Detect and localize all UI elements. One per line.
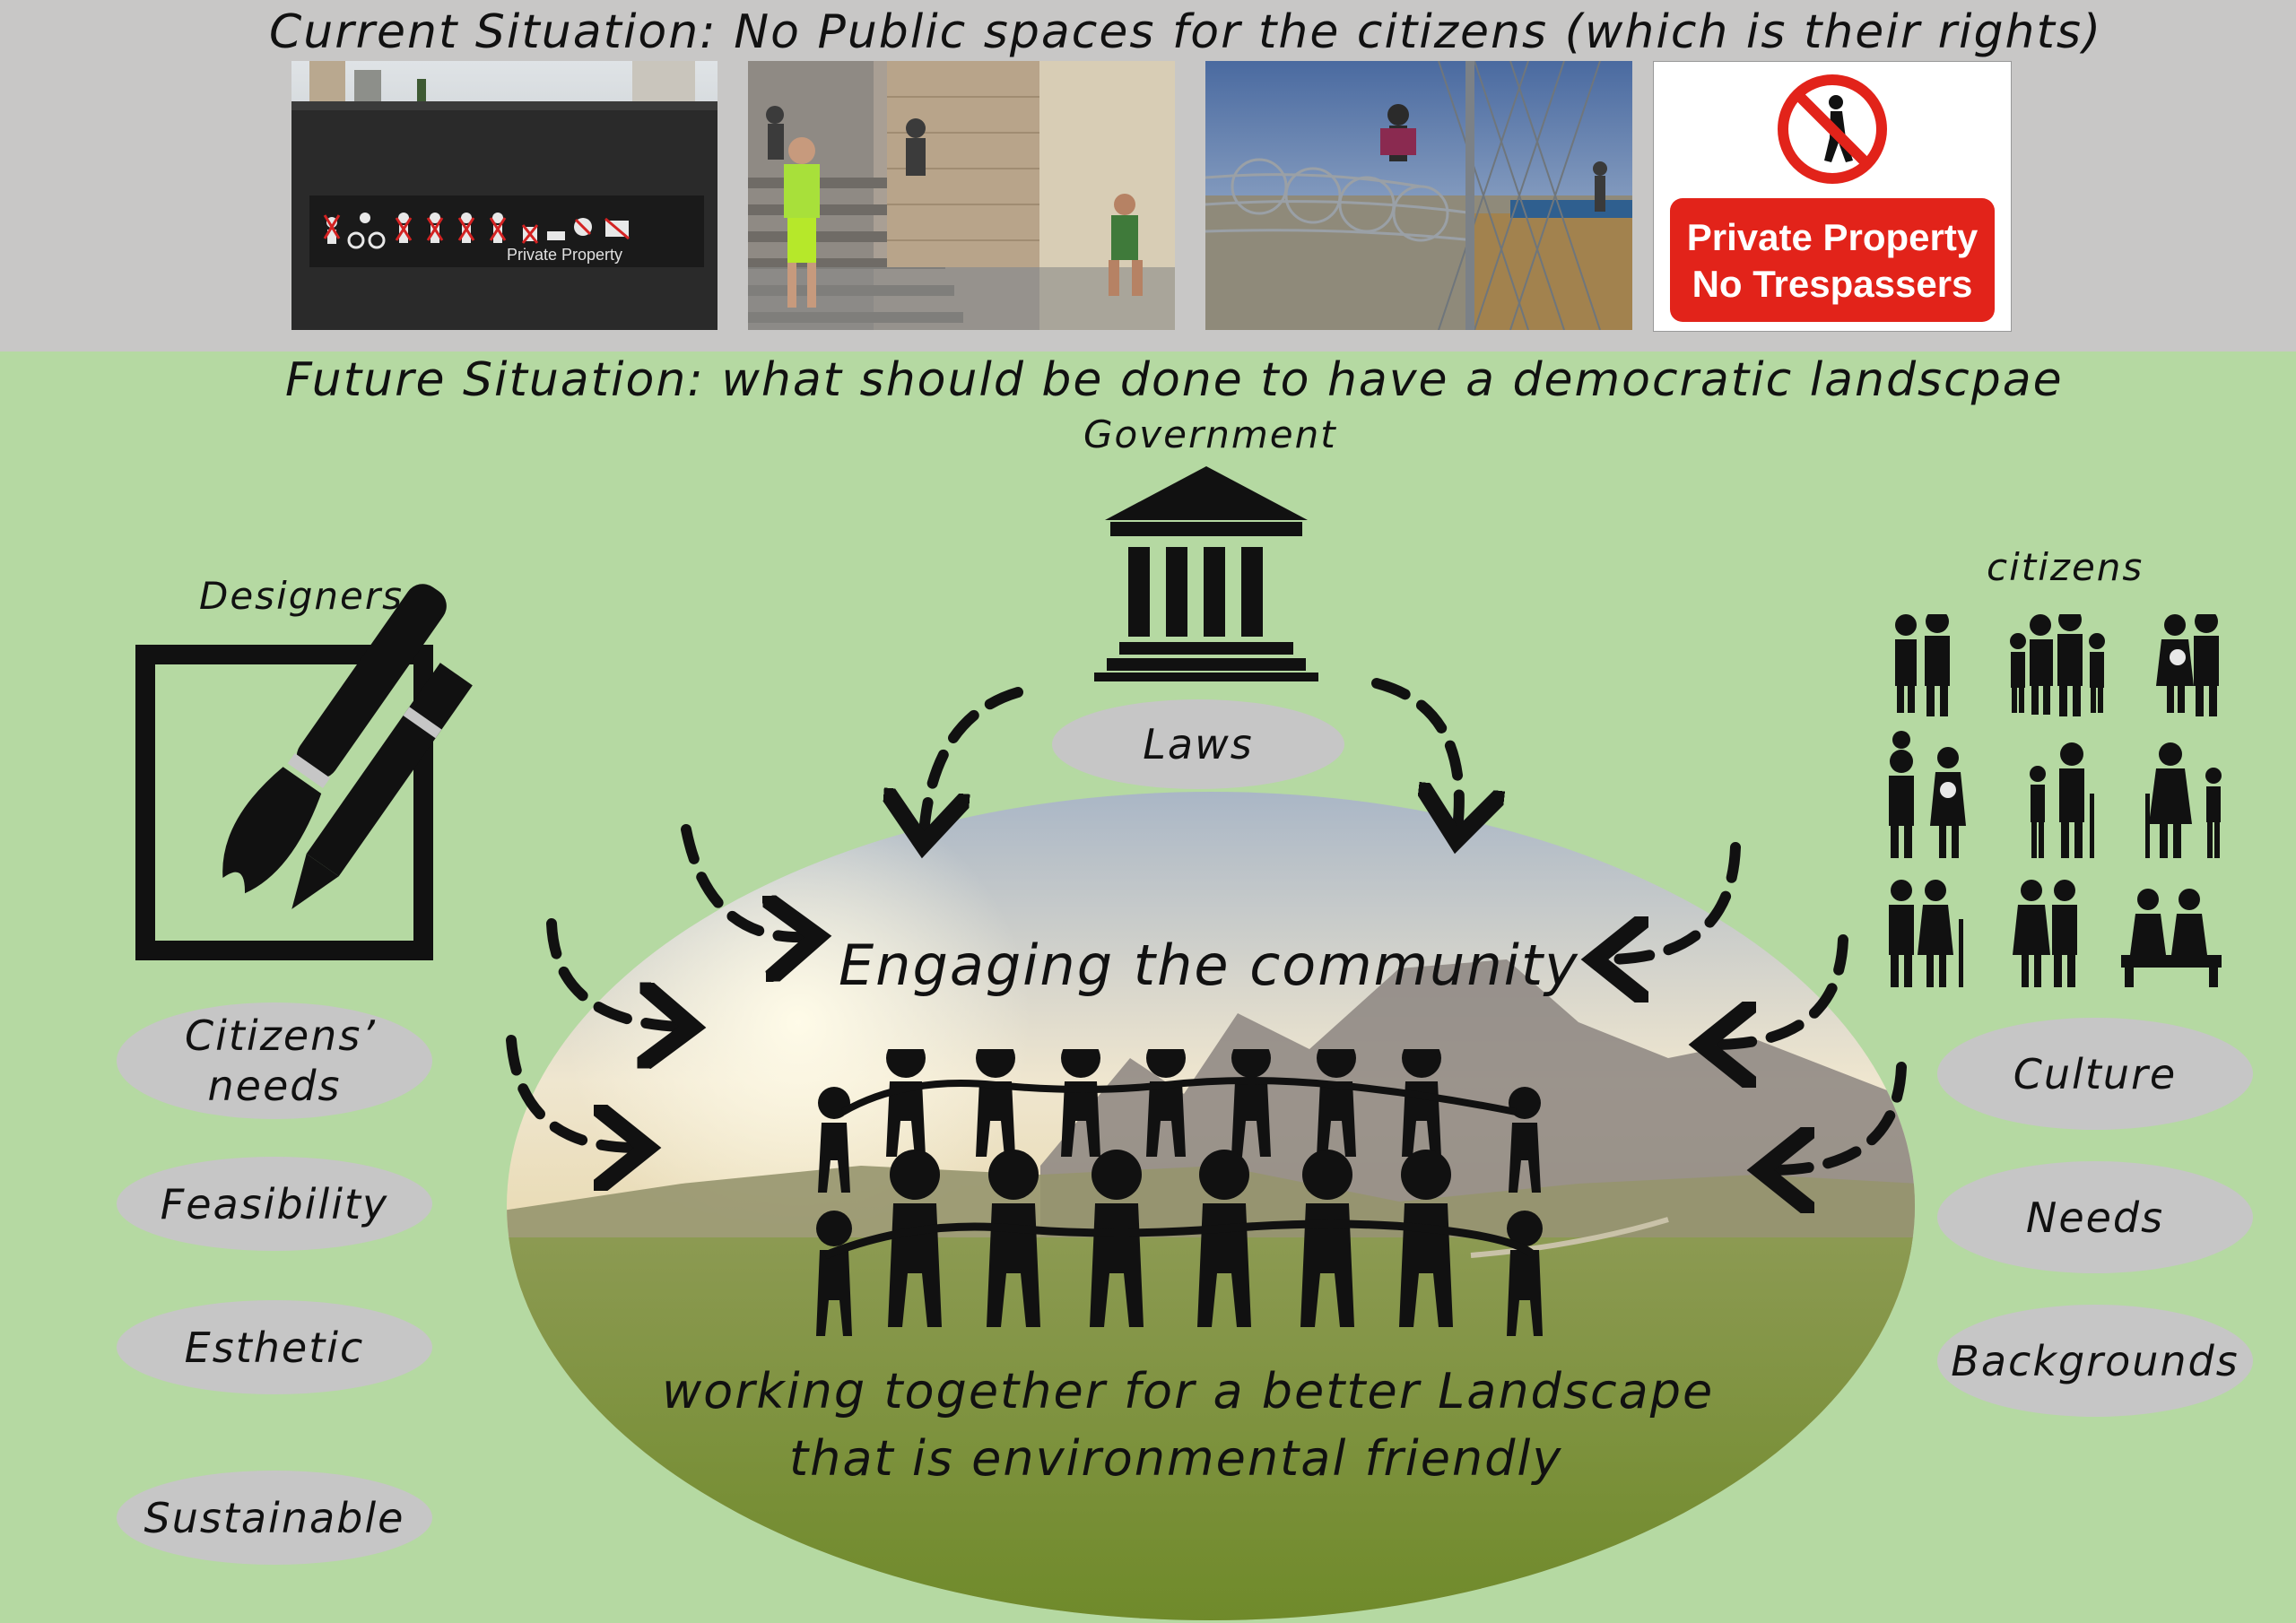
pill-backgrounds: Backgrounds xyxy=(1937,1305,2253,1417)
current-situation-title: Current Situation: No Public spaces for … xyxy=(269,5,2103,59)
pill-feasibility: Feasibility xyxy=(117,1157,432,1251)
government-building-icon xyxy=(1094,466,1318,681)
laws-label: Laws xyxy=(1143,720,1254,768)
arrow-designers-3 xyxy=(506,1035,637,1148)
government-label: Government xyxy=(1083,412,1337,456)
pill-esthetic: Esthetic xyxy=(117,1300,432,1394)
arrow-citizens-2 xyxy=(1713,934,1848,1045)
arrow-designers-1 xyxy=(681,824,807,937)
arrow-citizens-3 xyxy=(1771,1062,1907,1170)
pill-sustainable: Sustainable xyxy=(117,1471,432,1565)
laws-pill: Laws xyxy=(1052,699,1344,789)
photo-kids-stairs xyxy=(748,61,1175,330)
sign-line-1: Private Property xyxy=(1687,216,1979,258)
pill-needs: Needs xyxy=(1937,1161,2253,1273)
design-tools-icon xyxy=(135,584,473,960)
current-situation-panel: Current Situation: No Public spaces for … xyxy=(0,0,2296,352)
arrow-citizens-1 xyxy=(1605,842,1741,959)
designers-label: Designers xyxy=(199,574,404,618)
families-icon xyxy=(1889,614,2222,987)
photo-private-wall: Private Property xyxy=(291,61,718,330)
caption-line-1: working together for a better Landscape xyxy=(662,1363,1715,1419)
citizens-label: citizens xyxy=(1987,545,2144,589)
engaging-community-heading: Engaging the community xyxy=(839,933,1579,998)
caption-line-2: that is environmental friendly xyxy=(789,1430,1563,1487)
future-situation-title: Future Situation: what should be done to… xyxy=(285,353,2064,407)
photo-no-trespassers-sign: Private Property No Trespassers xyxy=(1653,61,2012,332)
pill-citizens-needs: Citizens’ needs xyxy=(117,1002,432,1119)
photo-fence-barbed-wire xyxy=(1205,61,1632,330)
arrow-designers-2 xyxy=(546,918,682,1027)
arrow-laws-right xyxy=(1371,678,1459,829)
people-circle-icon xyxy=(816,1049,1543,1336)
sign-line-2: No Trespassers xyxy=(1692,263,1973,305)
arrow-laws-left xyxy=(924,687,1023,834)
wall-sign-text: Private Property xyxy=(507,246,622,264)
pill-culture: Culture xyxy=(1937,1018,2253,1130)
